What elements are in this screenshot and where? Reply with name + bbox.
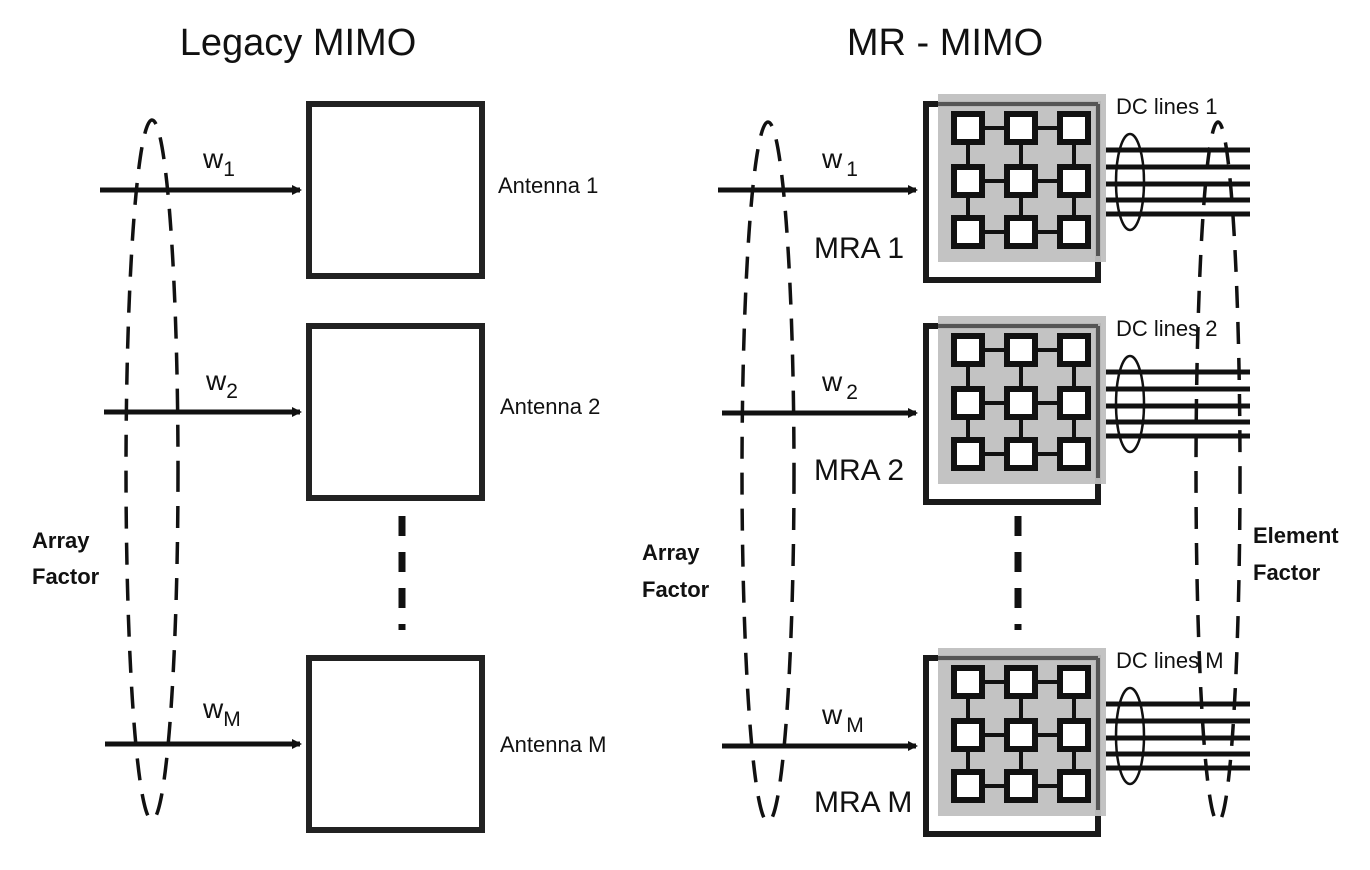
element-factor-label-1: Element [1253, 523, 1339, 548]
antenna-box [306, 323, 485, 501]
switch-element [1057, 215, 1091, 249]
dc-lines-label: DC lines 1 [1116, 94, 1217, 119]
legacy-antenna-2: w2 Antenna 2 [104, 323, 600, 501]
legacy-array-factor-label-1: Array [32, 528, 90, 553]
switch-element [951, 769, 985, 803]
antenna-box [306, 101, 485, 279]
switch-element [1057, 665, 1091, 699]
switch-element [1057, 718, 1091, 752]
weight-label: w1 [202, 143, 235, 181]
dc-lines-label: DC lines 2 [1116, 316, 1217, 341]
switch-element [1004, 386, 1038, 420]
switch-element [1004, 437, 1038, 471]
mr-array-factor-label-2: Factor [642, 577, 710, 602]
weight-label: wM [202, 693, 241, 731]
switch-element [1004, 718, 1038, 752]
switch-element [1004, 111, 1038, 145]
dc-lines-label: DC lines M [1116, 648, 1224, 673]
switch-element [951, 386, 985, 420]
mra-label: MRA 2 [814, 454, 904, 487]
switch-element [1057, 333, 1091, 367]
legacy-antenna-m: wM Antenna M [105, 655, 606, 833]
switch-element [951, 215, 985, 249]
dc-bundle-ellipse [1114, 354, 1146, 454]
switch-element [1057, 164, 1091, 198]
switch-element [1057, 111, 1091, 145]
element-factor-ellipse [1194, 120, 1242, 824]
dc-bundle-ellipse [1114, 686, 1146, 786]
legacy-antenna-1: w1 Antenna 1 [100, 101, 598, 279]
switch-element [1004, 665, 1038, 699]
legacy-title: Legacy MIMO [180, 22, 417, 64]
switch-element [1057, 769, 1091, 803]
switch-element [1057, 437, 1091, 471]
weight-label: w2 [205, 365, 238, 403]
switch-element [951, 437, 985, 471]
switch-element [951, 333, 985, 367]
mr-array-factor-label-1: Array [642, 540, 700, 565]
switch-element [951, 164, 985, 198]
antenna-label: Antenna 2 [500, 394, 600, 419]
legacy-array-factor-label-2: Factor [32, 564, 100, 589]
switch-element [1004, 215, 1038, 249]
legacy-array-factor-ellipse [124, 118, 180, 822]
mra-label: MRA M [814, 786, 912, 819]
antenna-box [306, 655, 485, 833]
switch-element [951, 665, 985, 699]
switch-element [951, 111, 985, 145]
antenna-label: Antenna 1 [498, 173, 598, 198]
dc-bundle-ellipse [1114, 132, 1146, 232]
mra-label: MRA 1 [814, 232, 904, 265]
element-factor-label-2: Factor [1253, 560, 1321, 585]
switch-element [1004, 333, 1038, 367]
switch-element [1004, 769, 1038, 803]
switch-element [951, 718, 985, 752]
mr-array-factor-ellipse [740, 120, 796, 824]
mr-title: MR - MIMO [847, 22, 1043, 64]
antenna-label: Antenna M [500, 732, 606, 757]
switch-element [1057, 386, 1091, 420]
switch-element [1004, 164, 1038, 198]
